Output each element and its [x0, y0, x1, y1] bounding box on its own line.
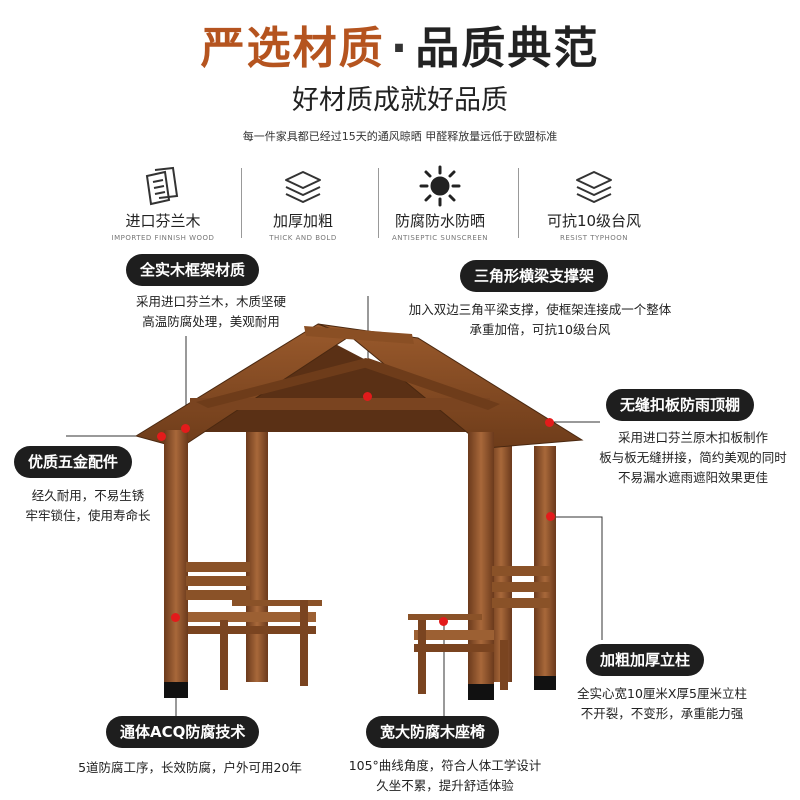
callout-line: 不开裂，不变形，承重能力强	[580, 706, 744, 721]
marker-dot	[157, 432, 166, 441]
title-accent: 严选材质	[200, 23, 385, 74]
marker-dot	[363, 392, 372, 401]
callout-line: 5道防腐工序，长效防腐，户外可用20年	[78, 760, 302, 775]
callout-roof-label: 无缝扣板防雨顶棚	[606, 389, 755, 421]
callout-line: 加入双边三角平梁支撑，使框架连接成一个整体	[408, 302, 672, 317]
feature-antiseptic: 防腐防水防晒 ANTISEPTIC SUNSCREEN	[365, 165, 515, 242]
title-dot: ·	[390, 23, 410, 74]
marker-dot	[545, 418, 554, 427]
description: 每一件家具都已经过15天的通风晾晒 甲醛释放量远低于欧盟标准	[242, 130, 558, 143]
callout-beam-text: 加入双边三角平梁支撑，使框架连接成一个整体 承重加倍，可抗10级台风	[370, 300, 710, 340]
callout-line: 采用进口芬兰原木扣板制作	[617, 430, 768, 445]
layers-icon	[519, 166, 669, 206]
feature-sublabel: ANTISEPTIC SUNSCREEN	[392, 234, 488, 242]
callout-line: 承重加倍，可抗10级台风	[469, 322, 611, 337]
subtitle: 好材质成就好品质	[292, 85, 508, 116]
callout-line: 经久耐用，不易生锈	[31, 488, 145, 503]
callout-frame-label: 全实木框架材质	[126, 254, 260, 286]
page-title: 严选材质·品质典范	[0, 12, 800, 76]
marker-dot	[546, 512, 555, 521]
title-rest: 品质典范	[415, 23, 600, 74]
divider	[241, 168, 242, 238]
callout-hardware-label: 优质五金配件	[14, 446, 133, 478]
feature-label: 可抗10级台风	[546, 212, 642, 230]
callout-pillar-label: 加粗加厚立柱	[586, 644, 705, 676]
callout-hardware-text: 经久耐用，不易生锈 牢牢锁住，使用寿命长	[6, 486, 170, 526]
sun-icon	[365, 165, 515, 207]
callout-pillar-text: 全实心宽10厘米X厚5厘米立柱 不开裂，不变形，承重能力强	[556, 684, 768, 724]
callout-line: 全实心宽10厘米X厚5厘米立柱	[577, 686, 747, 701]
feature-label: 加厚加粗	[272, 212, 333, 230]
marker-dot	[181, 424, 190, 433]
feature-sublabel: THICK AND BOLD	[269, 234, 337, 242]
callout-beam-label: 三角形横梁支撑架	[460, 260, 609, 292]
feature-wood: 进口芬兰木 IMPORTED FINNISH WOOD	[88, 166, 238, 242]
callout-line: 久坐不累，提升舒适体验	[376, 778, 514, 793]
callout-line: 牢牢锁住，使用寿命长	[25, 508, 151, 523]
callout-acq-text: 5道防腐工序，长效防腐，户外可用20年	[40, 758, 340, 778]
feature-typhoon: 可抗10级台风 RESIST TYPHOON	[519, 166, 669, 242]
callout-line: 采用进口芬兰木，木质坚硬	[135, 294, 286, 309]
feature-label: 进口芬兰木	[125, 212, 201, 230]
marker-dot	[439, 617, 448, 626]
callout-seat-label: 宽大防腐木座椅	[366, 716, 500, 748]
callout-seat-text: 105°曲线角度，符合人体工学设计 久坐不累，提升舒适体验	[320, 756, 570, 796]
layers-icon	[228, 166, 378, 206]
callout-line: 不易漏水遮雨遮阳效果更佳	[617, 470, 768, 485]
marker-dot	[171, 613, 180, 622]
callout-frame-text: 采用进口芬兰木，木质坚硬 高温防腐处理，美观耐用	[96, 292, 326, 332]
feature-sublabel: IMPORTED FINNISH WOOD	[111, 234, 215, 242]
feature-thick: 加厚加粗 THICK AND BOLD	[228, 166, 378, 242]
callout-line: 105°曲线角度，符合人体工学设计	[348, 758, 542, 773]
feature-sublabel: RESIST TYPHOON	[559, 234, 629, 242]
feature-label: 防腐防水防晒	[394, 212, 485, 230]
wood-planks-icon	[88, 166, 238, 206]
callout-roof-text: 采用进口芬兰原木扣板制作 板与板无缝拼接，简约美观的同时 不易漏水遮雨遮阳效果更…	[590, 428, 796, 488]
divider	[378, 168, 379, 238]
divider	[518, 168, 519, 238]
callout-acq-label: 通体ACQ防腐技术	[106, 716, 260, 748]
callout-line: 板与板无缝拼接，简约美观的同时	[599, 450, 787, 465]
callout-line: 高温防腐处理，美观耐用	[142, 314, 280, 329]
